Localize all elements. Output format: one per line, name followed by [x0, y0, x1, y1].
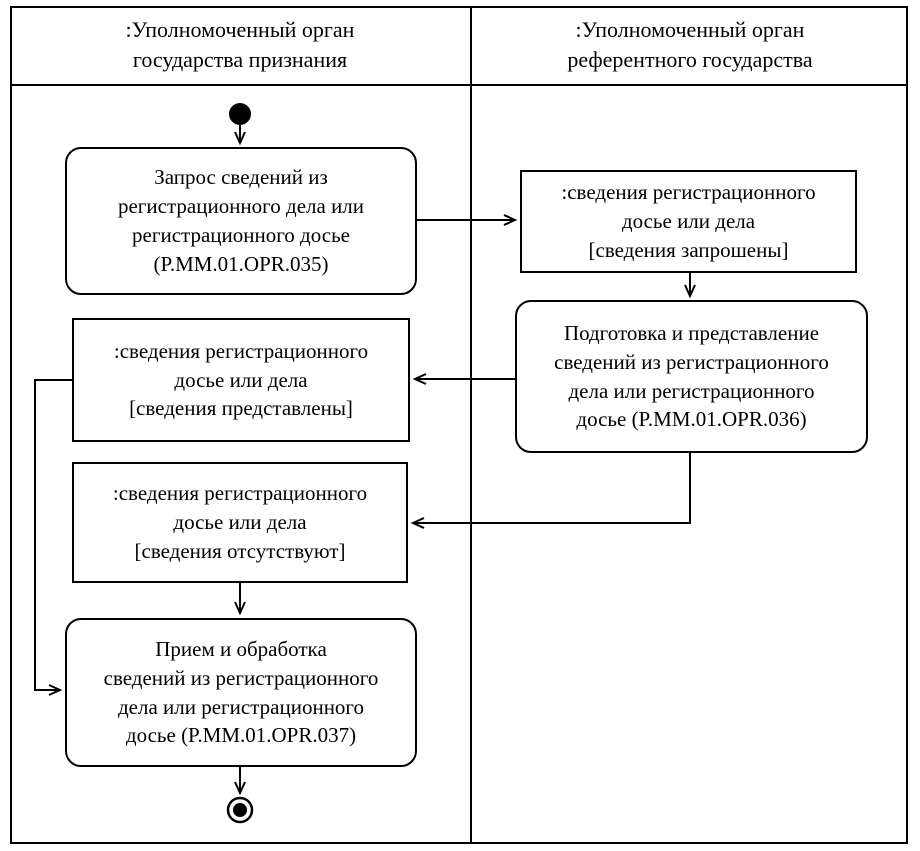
- object-node-requested: :сведения регистрационного досье или дел…: [520, 170, 857, 273]
- action-text-line: дела или регистрационного: [568, 378, 815, 403]
- object-node-absent: :сведения регистрационного досье или дел…: [72, 462, 408, 583]
- object-text-line: [сведения представлены]: [129, 396, 353, 421]
- action-node-035: Запрос сведений из регистрационного дела…: [65, 147, 417, 295]
- object-text-line: [сведения запрошены]: [588, 237, 789, 262]
- lane-title-line: референтного государства: [567, 47, 813, 72]
- action-text-line: Прием и обработка: [155, 636, 327, 661]
- action-text-line: сведений из регистрационного: [103, 665, 379, 690]
- object-text-line: досье или дела: [173, 510, 307, 535]
- object-text-line: [сведения отсутствуют]: [134, 538, 346, 563]
- lane-header-recognition-state: :Уполномоченный орган государства призна…: [12, 8, 468, 82]
- action-node-037: Прием и обработка сведений из регистраци…: [65, 618, 417, 767]
- action-text-line: Подготовка и представление: [563, 320, 820, 345]
- lane-header-separator: [10, 84, 908, 86]
- object-node-provided: :сведения регистрационного досье или дел…: [72, 318, 410, 442]
- action-text-line: регистрационного досье: [132, 223, 350, 247]
- swimlane-frame: [10, 6, 908, 844]
- action-text-line: (P.MM.01.OPR.035): [153, 251, 329, 276]
- lane-title-line: :Уполномоченный орган: [575, 17, 805, 43]
- object-text-line: :сведения регистрационного: [113, 338, 369, 363]
- object-text-line: досье или дела: [174, 367, 308, 392]
- object-text-line: досье или дела: [621, 209, 756, 234]
- lane-header-reference-state: :Уполномоченный орган референтного госуд…: [474, 8, 906, 82]
- action-node-036: Подготовка и представление сведений из р…: [515, 300, 868, 453]
- action-text-line: сведений из регистрационного: [554, 349, 829, 374]
- lane-title-line: государства признания: [132, 47, 348, 72]
- action-text-line: дела или регистрационного: [117, 694, 365, 719]
- object-text-line: :сведения регистрационного: [112, 481, 368, 506]
- action-text-line: досье (P.MM.01.OPR.037): [125, 723, 357, 748]
- action-text-line: Запрос сведений из: [154, 165, 328, 190]
- action-text-line: регистрационного дела или: [117, 194, 365, 219]
- object-text-line: :сведения регистрационного: [561, 180, 816, 205]
- action-text-line: досье (P.MM.01.OPR.036): [576, 407, 807, 432]
- lane-title-line: :Уполномоченный орган: [125, 17, 355, 43]
- lane-divider: [470, 6, 472, 844]
